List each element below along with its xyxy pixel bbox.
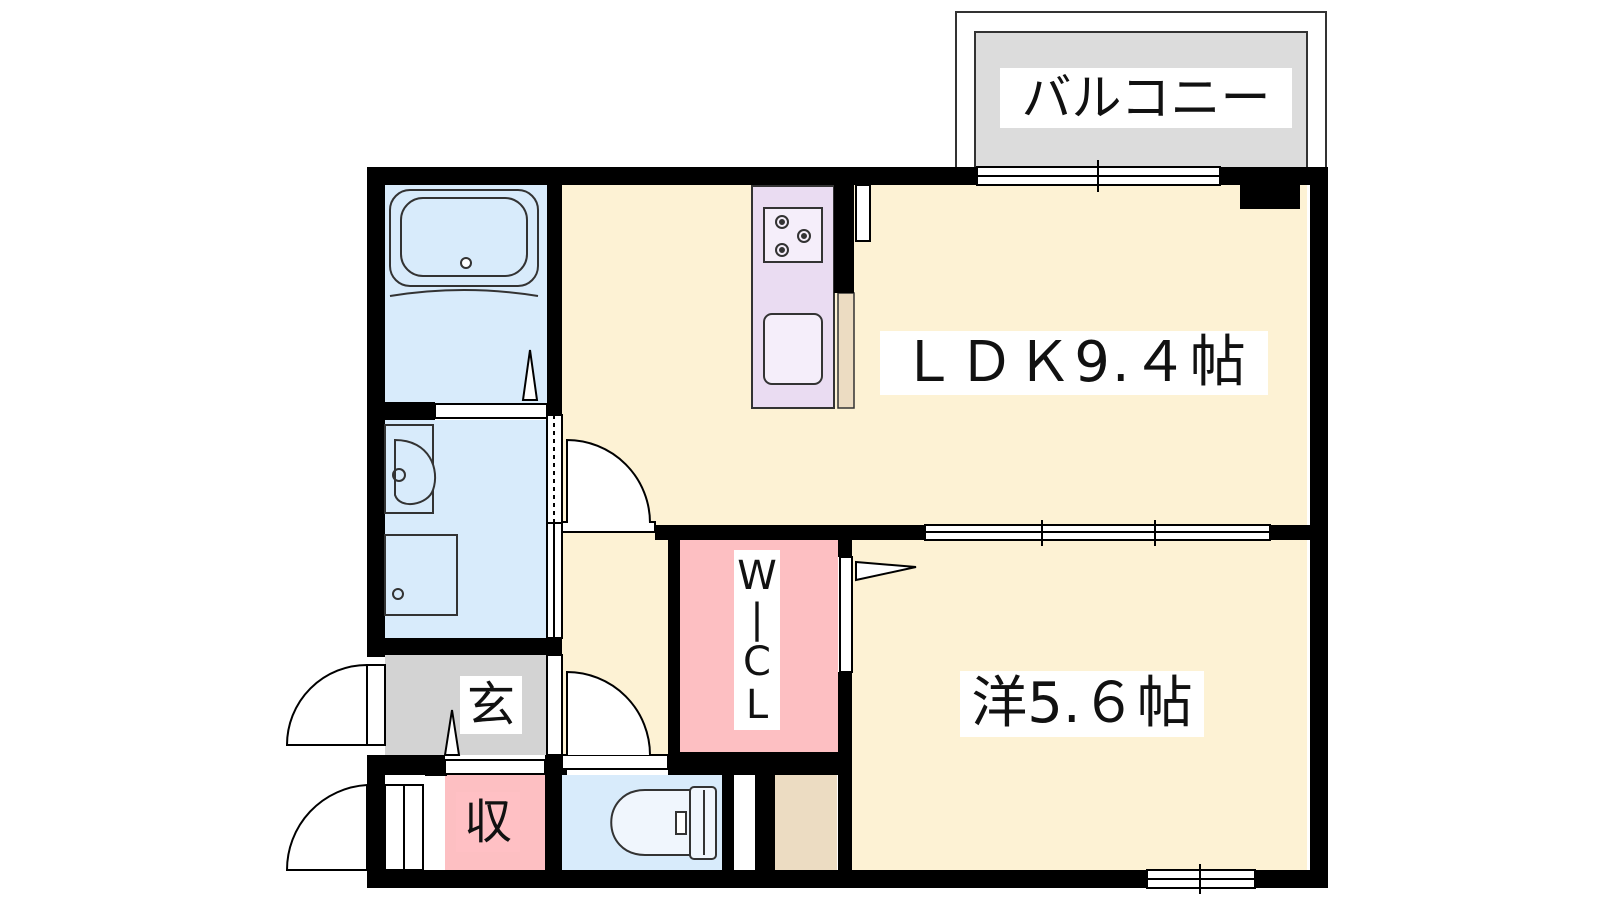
wall-wcl-bottom: [668, 752, 852, 775]
wcl-sliding-door-icon: [839, 556, 853, 673]
entrance-door-swing-icon: [285, 663, 368, 746]
door-swing-icon: [566, 438, 651, 524]
closet-floor: [775, 775, 837, 870]
windows: [434, 160, 1271, 894]
bathtub-icon: [389, 189, 539, 297]
genkan-door-flap-icon: [443, 709, 461, 756]
doors: [285, 349, 917, 871]
fixtures: [384, 189, 823, 860]
bath-door-flap-icon: [521, 349, 539, 401]
wall-toilet-right-2: [755, 775, 775, 887]
closet-door-swing-icon: [285, 783, 368, 871]
wall-toilet-right: [722, 775, 734, 887]
wcl-label-char: L: [745, 681, 769, 728]
bedroom-label: 洋5.６帖: [960, 671, 1204, 737]
wcl-label-char: |: [750, 595, 764, 642]
wall-bath-washroom-left: [367, 402, 435, 420]
walls: [367, 167, 1328, 888]
outer-wall-left-lower: [367, 755, 385, 887]
wall-bath-right: [547, 167, 562, 415]
ldk-label: ＬＤＫ9.４帖: [880, 331, 1268, 395]
wall-ldk-bedroom-left: [655, 525, 925, 540]
outer-wall-top: [367, 167, 977, 185]
wcl-door-flap-icon: [855, 560, 917, 582]
toilet-icon: [610, 786, 717, 860]
wall-wcl-right: [838, 525, 852, 557]
fridge-pillar: [834, 185, 854, 293]
fridge-space-icon: [855, 184, 871, 242]
outer-wall-top-right: [1220, 167, 1328, 185]
counter-side-strip: [837, 292, 855, 409]
washing-machine-pan-icon: [384, 534, 458, 616]
genkan-door-pillar-top: [425, 770, 447, 776]
storage-label: 収: [456, 792, 520, 852]
wcl-label: W | C L: [734, 550, 780, 730]
genkan-label: 玄: [460, 676, 522, 734]
wall-storage-right: [545, 755, 562, 887]
outer-wall-bottom-right: [1255, 870, 1328, 888]
wall-wcl-right-lower: [838, 672, 852, 775]
wall-closet-right: [838, 775, 852, 887]
wcl-label-char: W: [737, 552, 777, 599]
balcony-label: バルコニー: [1000, 68, 1292, 128]
corner-pillar-top-right: [1240, 185, 1300, 209]
stove-burners-icon: [763, 207, 823, 263]
door-swing-icon: [566, 670, 651, 756]
bath-sliding-door-icon: [434, 403, 548, 419]
wall-wcl-left: [668, 525, 680, 775]
wcl-label-char: C: [743, 638, 771, 685]
wall-ldk-bedroom-right: [1270, 525, 1328, 540]
wall-washroom-genkan: [367, 638, 562, 655]
kitchen-sink-icon: [763, 313, 823, 385]
washbasin-icon: [384, 424, 437, 514]
